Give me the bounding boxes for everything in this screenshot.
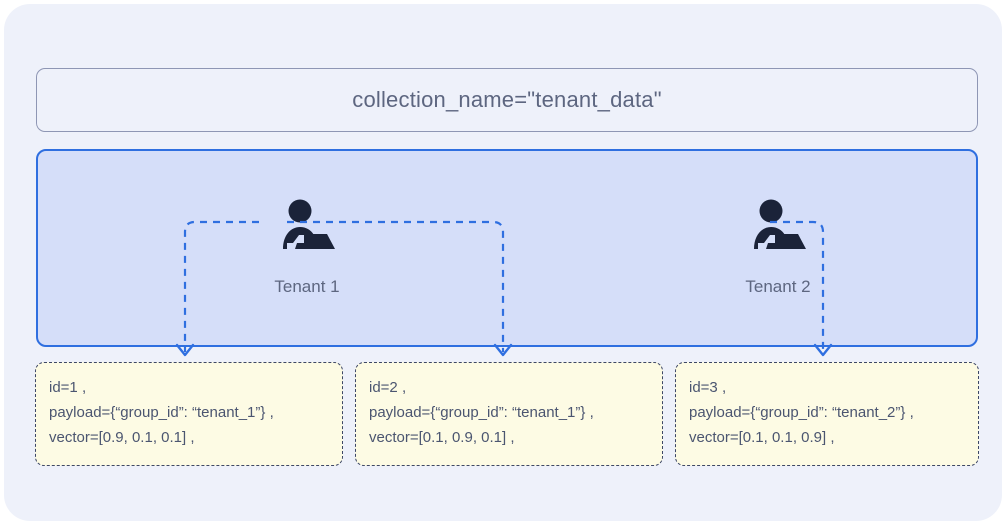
record-id-line: id=3 , [689,379,727,396]
tenant-group-2: Tenant 2 [698,199,858,297]
tenant-panel: Tenant 1 Tenant 2 [36,149,978,347]
record-box-3: id=3 , payload={“group_id”: “tenant_2”} … [675,362,979,466]
tenant-group-1: Tenant 1 [227,199,387,297]
record-box-2: id=2 , payload={“group_id”: “tenant_1”} … [355,362,663,466]
collection-name-label: collection_name="tenant_data" [352,87,662,112]
record-vector-line: vector=[0.1, 0.1, 0.9] , [689,429,835,446]
record-payload-line: payload={“group_id”: “tenant_1”} , [49,404,274,421]
record-vector-line: vector=[0.1, 0.9, 0.1] , [369,429,515,446]
record-id-line: id=2 , [369,379,407,396]
record-id-line: id=1 , [49,379,87,396]
diagram-card: collection_name="tenant_data" Tenant 1 T… [4,4,1002,521]
collection-name-box: collection_name="tenant_data" [36,68,978,132]
record-payload-line: payload={“group_id”: “tenant_1”} , [369,404,594,421]
record-box-1: id=1 , payload={“group_id”: “tenant_1”} … [35,362,343,466]
person-at-laptop-icon [754,199,806,249]
record-vector-line: vector=[0.9, 0.1, 0.1] , [49,429,195,446]
tenant-label-2: Tenant 2 [745,277,811,296]
person-at-laptop-icon [283,199,335,249]
record-payload-line: payload={“group_id”: “tenant_2”} , [689,404,914,421]
tenant-label-1: Tenant 1 [274,277,340,296]
